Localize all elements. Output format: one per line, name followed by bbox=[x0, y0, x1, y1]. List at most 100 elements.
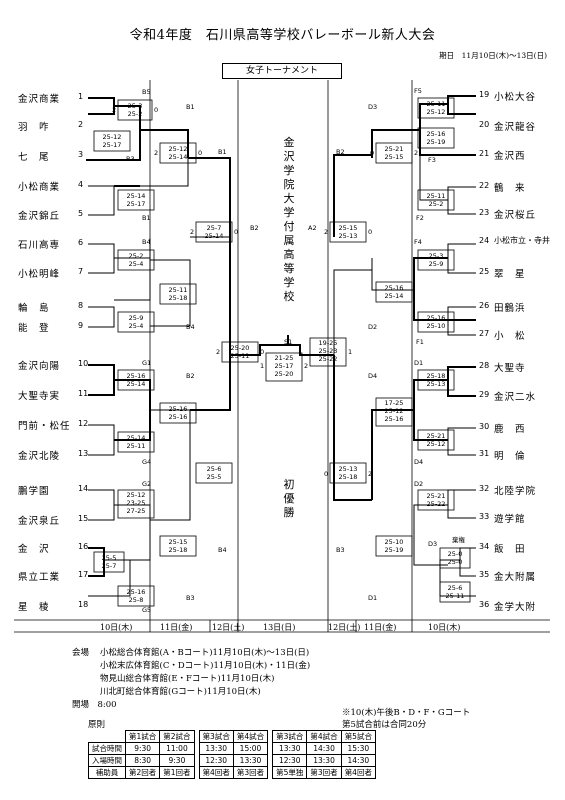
venue-item: 川北町総合体育館(Gコート)11月10日(木) bbox=[100, 687, 261, 697]
venue-item: 物見山総合体育館(E・Fコート)11月10日(木) bbox=[100, 674, 275, 684]
schedule-cell: 第4試合 bbox=[232, 730, 269, 743]
match-label: S1 bbox=[284, 338, 293, 346]
schedule-cell: 第4試合 bbox=[306, 730, 342, 743]
team-number: 10 bbox=[78, 359, 89, 368]
match-label: B2 bbox=[186, 372, 195, 380]
team-name: 輪 島 bbox=[18, 303, 50, 314]
round-date: 10日(木) bbox=[428, 623, 461, 632]
schedule-cell: 12:30 bbox=[272, 754, 308, 767]
team-name: 大聖寺 bbox=[494, 363, 526, 374]
schedule-cell: 第5単独 bbox=[272, 766, 308, 779]
match-label: A2 bbox=[308, 224, 317, 232]
schedule-cell: 補助員 bbox=[88, 766, 126, 779]
match-label: B3 bbox=[126, 155, 135, 163]
event-dates: 期日 11月10日(木)〜13日(日) bbox=[439, 51, 547, 60]
team-name: 金沢商業 bbox=[18, 94, 61, 105]
team-number: 4 bbox=[78, 180, 84, 189]
set-win: 2 bbox=[414, 149, 419, 157]
set-win: 2 bbox=[112, 106, 117, 114]
match-label: B1 bbox=[142, 214, 151, 222]
match-label: B2 bbox=[336, 148, 345, 156]
team-number: 5 bbox=[78, 209, 84, 218]
team-name: 鶴 来 bbox=[494, 183, 526, 194]
team-name: 金沢龍谷 bbox=[494, 122, 537, 133]
team-number: 18 bbox=[78, 600, 89, 609]
schedule-cell: 14:30 bbox=[340, 754, 376, 767]
schedule-row: 第1試合第2試合第3試合第4試合第3試合第4試合第5試合 bbox=[89, 730, 376, 743]
team-name: 門前・松任 bbox=[18, 421, 71, 432]
team-name: 北陸学院 bbox=[494, 486, 537, 497]
schedule-row: 補助員第2回者第1回者第4回者第3回者第5単独第3回者第4回者 bbox=[88, 766, 376, 779]
set-win: 2 bbox=[368, 470, 373, 478]
team-number: 25 bbox=[479, 267, 490, 276]
venue-item: 小松末広体育館(C・Dコート)11月10日(木)・11日(金) bbox=[100, 661, 311, 671]
team-number: 29 bbox=[479, 390, 490, 399]
note: ※10(木)午後B・D・F・Gコート bbox=[342, 708, 471, 718]
team-number: 13 bbox=[78, 449, 89, 458]
team-name: 金沢桜丘 bbox=[494, 210, 537, 221]
team-number: 16 bbox=[78, 542, 89, 551]
team-number: 9 bbox=[78, 321, 84, 330]
team-name: 小松明峰 bbox=[18, 269, 61, 280]
schedule-cell: 15:00 bbox=[232, 742, 269, 755]
team-number: 35 bbox=[479, 570, 490, 579]
team-name: 金沢向陽 bbox=[18, 361, 61, 372]
match-label: B1 bbox=[186, 103, 195, 111]
team-name: 鹿 西 bbox=[494, 424, 526, 435]
set-win: 2 bbox=[154, 149, 159, 157]
match-label: B4 bbox=[186, 323, 195, 331]
venue-label: 会場 bbox=[72, 648, 90, 658]
schedule-cell: 第3回者 bbox=[306, 766, 342, 779]
round-date: 12日(土) bbox=[212, 623, 245, 632]
schedule-cell: 11:00 bbox=[159, 742, 195, 755]
schedule-cell bbox=[89, 731, 126, 743]
team-name: 小松商業 bbox=[18, 182, 61, 193]
match-label: D4 bbox=[414, 458, 424, 466]
set-win: 0 bbox=[324, 470, 329, 478]
round-date: 12日(土) bbox=[328, 623, 361, 632]
note: 第5試合前は合同20分 bbox=[342, 720, 427, 730]
team-number: 17 bbox=[78, 570, 89, 579]
team-name: 田鶴浜 bbox=[494, 303, 526, 314]
team-number: 27 bbox=[479, 329, 490, 338]
match-label: G5 bbox=[142, 606, 152, 614]
match-label: D4 bbox=[368, 372, 378, 380]
team-name: 遊学館 bbox=[494, 514, 526, 525]
schedule-cell: 15:30 bbox=[340, 742, 376, 755]
team-number: 19 bbox=[479, 90, 490, 99]
team-number: 21 bbox=[479, 149, 490, 158]
schedule-cell: 第3試合 bbox=[272, 730, 308, 743]
set-win: 2 bbox=[216, 348, 221, 356]
team-number: 1 bbox=[78, 92, 84, 101]
page-title: 令和4年度 石川県高等学校バレーボール新人大会 bbox=[129, 28, 436, 43]
schedule-cell: 第4回者 bbox=[340, 766, 376, 779]
match-label: F5 bbox=[414, 87, 422, 95]
round-date: 13日(日) bbox=[263, 623, 296, 632]
schedule-cell: 第2試合 bbox=[159, 730, 195, 743]
set-win: 1 bbox=[348, 348, 353, 356]
schedule-cell: 第4回者 bbox=[198, 766, 234, 779]
team-name: 鵬学園 bbox=[18, 486, 50, 497]
team-number: 30 bbox=[479, 422, 490, 431]
match-label: D3 bbox=[428, 540, 438, 548]
team-number: 20 bbox=[479, 120, 490, 129]
team-name: 金学大附 bbox=[494, 602, 537, 613]
team-number: 8 bbox=[78, 301, 84, 310]
set-win: 0 bbox=[370, 149, 375, 157]
set-win: 0 bbox=[260, 348, 265, 356]
team-name: 金大附属 bbox=[494, 572, 537, 583]
team-name: 小松市立・寺井 bbox=[494, 236, 550, 245]
match-label: B4 bbox=[142, 238, 151, 246]
match-label: B3 bbox=[336, 546, 345, 554]
